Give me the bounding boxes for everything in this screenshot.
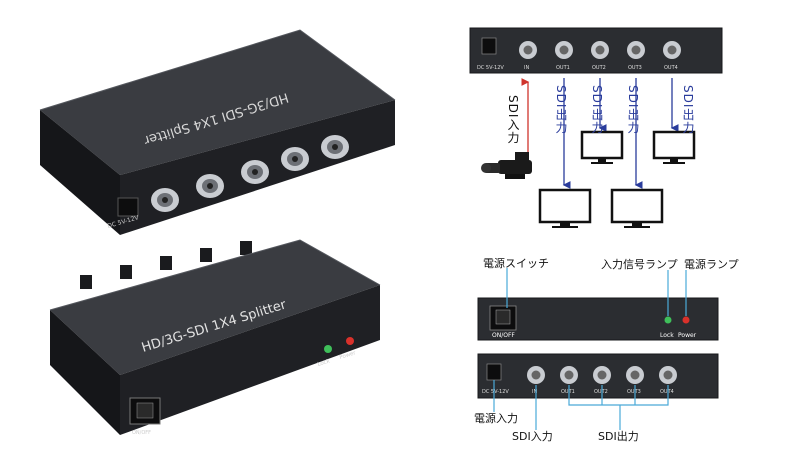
port-label-out4: OUT4 [664, 65, 678, 71]
bnc-port-out3 [627, 41, 645, 59]
lock-led-photo [324, 345, 332, 353]
port-label-out3-2: OUT3 [627, 389, 641, 395]
power-label-photo: Power [339, 350, 357, 361]
bnc-port-out2 [591, 41, 609, 59]
dc-label: DC 5V-12V [477, 65, 504, 71]
sdi-in-label: SDI入力 [512, 430, 553, 443]
power-led-photo [346, 337, 354, 345]
bnc-connectors-rear [151, 135, 349, 212]
device-front-panel [477, 297, 719, 341]
onoff-label-photo: ON/OFF [132, 430, 151, 436]
sdi-output-label-4: SDI出力 [681, 85, 695, 135]
lock-label: Lock [660, 332, 674, 339]
lock-label-photo: Lock [317, 358, 332, 368]
product-photo-rear: HD/3G-SDI 1X4 Splitter DC 5V-12V [39, 29, 396, 235]
power-switch-photo [129, 397, 161, 425]
device-rear-panel-2 [477, 353, 719, 399]
panel-diagram: ON/OFF Lock Power DC 5V-12V IN OUT1 OUT2… [477, 268, 719, 430]
dc-jack-2 [486, 363, 502, 381]
dc-jack [481, 37, 497, 55]
sdi-output-label-2: SDI出力 [590, 85, 604, 135]
video-camera-icon [481, 152, 532, 179]
dc-label-2: DC 5V-12V [482, 389, 509, 395]
port-label-out1-2: OUT1 [561, 389, 575, 395]
lock-led [664, 316, 672, 324]
power-led [682, 316, 690, 324]
bnc-port-in [519, 41, 537, 59]
onoff-label: ON/OFF [492, 332, 515, 339]
power-switch-label: 電源スイッチ [483, 257, 549, 270]
port-label-out3: OUT3 [628, 65, 642, 71]
port-label-out2: OUT2 [592, 65, 606, 71]
product-photo-front: HD/3G-SDI 1X4 Splitter Lock Power ON/OFF [49, 239, 381, 436]
dc-jack-rear [117, 197, 139, 217]
power-lamp-label: 電源ランプ [684, 258, 739, 271]
monitor-icon-1 [538, 188, 592, 228]
sdi-input-label: SDI入力 [506, 95, 520, 145]
monitor-icon-4 [652, 130, 696, 164]
monitor-icon-2 [580, 130, 624, 164]
input-signal-lamp-label: 入力信号ランプ [601, 258, 678, 271]
port-label-in: IN [524, 65, 529, 71]
callout-sdi-out [568, 385, 669, 406]
sdi-out-label: SDI出力 [598, 430, 639, 443]
power-label: Power [678, 332, 697, 339]
port-label-out1: OUT1 [556, 65, 570, 71]
sdi-output-label-3: SDI出力 [626, 85, 640, 135]
power-switch [489, 305, 517, 331]
port-label-out4-2: OUT4 [660, 389, 674, 395]
sdi-output-label-1: SDI出力 [554, 85, 568, 135]
bnc-port-out1 [555, 41, 573, 59]
monitor-icon-3 [610, 188, 664, 228]
connection-diagram: DC 5V-12V IN OUT1 OUT2 OUT3 OUT4 [469, 27, 723, 228]
port-label-in-2: IN [532, 389, 537, 395]
port-label-out2-2: OUT2 [594, 389, 608, 395]
bnc-port-out4 [663, 41, 681, 59]
power-input-label: 電源入力 [474, 412, 518, 425]
